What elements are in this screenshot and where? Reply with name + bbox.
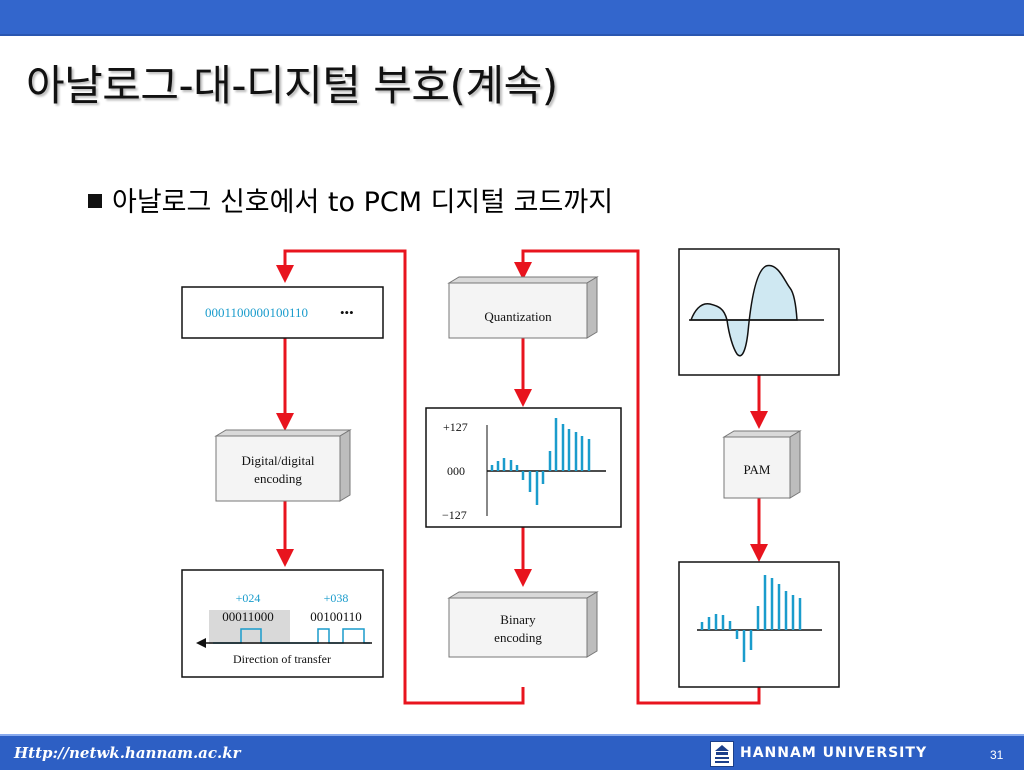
binary-encoding-block: Binary encoding (447, 591, 599, 658)
bitstream-text: 0001100000100110 (205, 305, 308, 320)
quantization-label: Quantization (484, 309, 552, 324)
slide-title: 아날로그-대-디지털 부호(계속) (26, 61, 558, 110)
arrowhead-icon (750, 544, 768, 562)
top-bar (0, 0, 1024, 36)
analog-waveform (689, 264, 798, 357)
quantized-axis-middle: 000 (447, 464, 465, 478)
direction-arrow-icon (196, 638, 206, 648)
binary-encoding-label-line1: Binary (500, 612, 536, 627)
code-bits-1: 00011000 (222, 609, 274, 624)
flow-arrowheads (276, 262, 768, 587)
quantized-axis-bottom: −127 (442, 508, 467, 522)
pam-signal-box (678, 561, 840, 688)
bitstream-ellipsis: ••• (340, 305, 354, 320)
page-number: 31 (990, 748, 1004, 762)
arrowhead-icon (276, 413, 294, 431)
university-logo-icon (710, 741, 734, 767)
digital-encoding-block: Digital/digital encoding (214, 429, 352, 502)
arrowhead-icon (514, 569, 532, 587)
arrowhead-icon (514, 389, 532, 407)
quantized-signal-box: +127 000 −127 (425, 407, 622, 528)
bullet-square-icon (88, 194, 102, 208)
footer-university-name: HANNAM UNIVERSITY (740, 745, 928, 761)
digital-waveform (213, 628, 370, 644)
digital-encoding-label-line2: encoding (254, 471, 302, 486)
analog-signal-box (678, 248, 840, 376)
quantized-axis-top: +127 (443, 420, 468, 434)
bullet-text: 아날로그 신호에서 to PCM 디지털 코드까지 (112, 187, 614, 218)
pam-label: PAM (744, 462, 771, 477)
arrowhead-icon (276, 265, 294, 283)
arrowhead-icon (514, 262, 532, 280)
bitstream-box (181, 286, 384, 339)
footer-url-link[interactable]: Http://netwk.hannam.ac.kr (14, 744, 241, 762)
arrowhead-icon (750, 411, 768, 429)
digital-signal-box: +024 +038 00011000 00100110 Direction of… (181, 569, 384, 678)
binary-encoding-label-line2: encoding (494, 630, 542, 645)
code-bits-2: 00100110 (310, 609, 362, 624)
bullet-item: 아날로그 신호에서 to PCM 디지털 코드까지 (88, 180, 613, 219)
arrowhead-icon (276, 549, 294, 567)
digital-encoding-label-line1: Digital/digital (242, 453, 315, 468)
code-value-2: +038 (324, 591, 349, 605)
direction-label: Direction of transfer (233, 652, 331, 666)
footer-bar: Http://netwk.hannam.ac.kr HANNAM UNIVERS… (0, 734, 1024, 770)
pam-block: PAM (722, 430, 802, 499)
code-value-1: +024 (236, 591, 261, 605)
quantization-block: Quantization (447, 276, 599, 339)
flow-connectors (283, 249, 761, 705)
